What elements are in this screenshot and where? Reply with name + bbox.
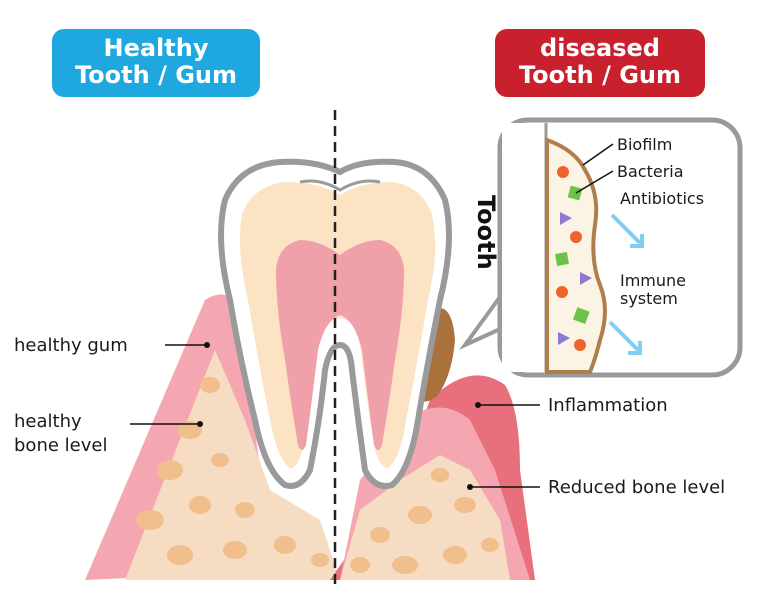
- label-healthy-gum: healthy gum: [14, 335, 128, 356]
- label-healthy-bone-line2: bone level: [14, 435, 108, 456]
- inset-immune-line1: Immune: [620, 271, 687, 290]
- inset-biofilm-label: Biofilm: [617, 135, 673, 154]
- healthy-header-badge: Healthy Tooth / Gum: [52, 29, 260, 97]
- tooth-cusp-line: [299, 179, 381, 192]
- diseased-header-line2: Tooth / Gum: [519, 61, 681, 89]
- inset-tooth-surface: [502, 123, 546, 372]
- label-inflammation: Inflammation: [548, 395, 668, 416]
- inset-antibiotics-label: Antibiotics: [620, 189, 705, 208]
- inset-tooth-label: Tooth: [472, 195, 500, 270]
- healthy-bone-shape: [125, 350, 340, 580]
- healthy-header-line2: Tooth / Gum: [75, 61, 237, 89]
- inset-arrows: [608, 213, 644, 355]
- inset-bacteria-label: Bacteria: [617, 162, 684, 181]
- healthy-header-line1: Healthy: [103, 34, 209, 62]
- tooth-pulp: [276, 240, 404, 450]
- label-healthy-bone-line1: healthy: [14, 411, 82, 432]
- inset-biofilm: [545, 137, 607, 374]
- inset-bacteria: [555, 166, 592, 351]
- diseased-header-badge: diseased Tooth / Gum: [495, 29, 705, 97]
- bone-pores: [136, 377, 499, 574]
- diseased-header-line1: diseased: [540, 34, 660, 62]
- inset-immune-line2: system: [620, 289, 678, 308]
- label-reduced-bone: Reduced bone level: [548, 477, 726, 498]
